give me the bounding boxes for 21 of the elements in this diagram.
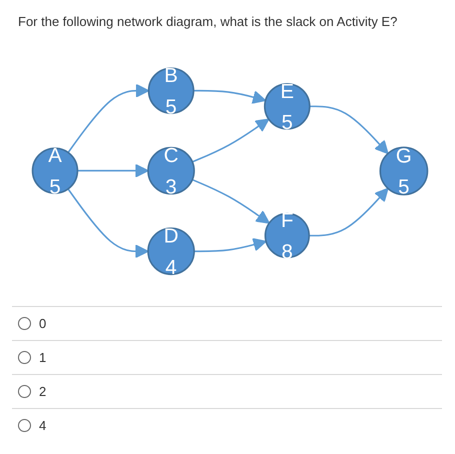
node-circle: G 5 bbox=[379, 146, 428, 196]
arrow bbox=[68, 84, 150, 153]
option-text: 0 bbox=[39, 316, 46, 331]
option-text: 2 bbox=[39, 384, 46, 399]
arrow bbox=[192, 118, 270, 163]
node-circle: F 8 bbox=[264, 212, 310, 258]
arrow bbox=[78, 164, 149, 178]
node-circle: C 3 bbox=[147, 146, 195, 195]
option-text: 4 bbox=[39, 418, 46, 433]
node-circle: D 4 bbox=[147, 227, 195, 276]
arrow bbox=[310, 106, 389, 154]
arrow bbox=[309, 188, 389, 236]
arrow bbox=[67, 188, 149, 258]
node-circle: A 5 bbox=[32, 147, 78, 194]
arrow bbox=[194, 238, 267, 252]
node-circle: E 5 bbox=[264, 83, 310, 130]
option-text: 1 bbox=[39, 350, 46, 365]
node-circle: B 5 bbox=[148, 67, 194, 114]
arrow bbox=[194, 90, 266, 104]
question-text: For the following network diagram, what is the slack on Activity E? bbox=[18, 14, 398, 29]
arrow bbox=[192, 178, 270, 224]
